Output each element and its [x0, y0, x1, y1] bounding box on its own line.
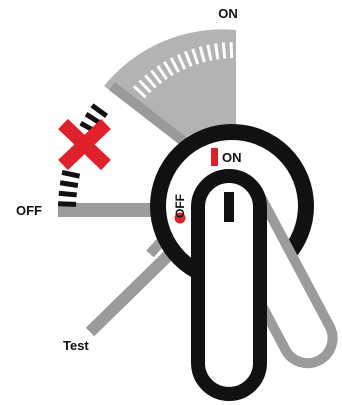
sector-tick [206, 44, 213, 61]
travel-dash [90, 103, 109, 118]
travel-dash [58, 190, 77, 198]
sector-tick [144, 74, 157, 89]
sector-tick [163, 60, 174, 77]
sector-tick [150, 69, 163, 85]
on-label-top: ON [218, 6, 238, 21]
sector-tick [221, 42, 227, 59]
sector-tick [156, 65, 168, 81]
handle-slot [224, 192, 234, 222]
red-dot-icon [174, 212, 186, 224]
travel-dash [58, 201, 77, 207]
test-position-line [85, 237, 187, 337]
sector-tick [132, 85, 147, 99]
handle [191, 169, 267, 401]
sector-tick [169, 57, 180, 73]
travel-dash [59, 180, 79, 188]
sector-tick-marks [132, 42, 234, 99]
sector-tick [176, 53, 187, 70]
sector-tick [198, 46, 206, 63]
dial-off-label: OFF [173, 194, 187, 218]
dial-on-label: ON [222, 150, 242, 165]
red-x-icon [58, 118, 111, 171]
test-label: Test [63, 338, 89, 353]
red-bar-icon [211, 148, 218, 166]
sector-tick [191, 48, 200, 65]
sector-tick [183, 50, 193, 67]
travel-dash [61, 169, 81, 179]
sector-tick [229, 42, 234, 59]
sector-tick [138, 79, 152, 94]
sector-tick [214, 43, 220, 60]
off-label-left: OFF [16, 203, 42, 218]
